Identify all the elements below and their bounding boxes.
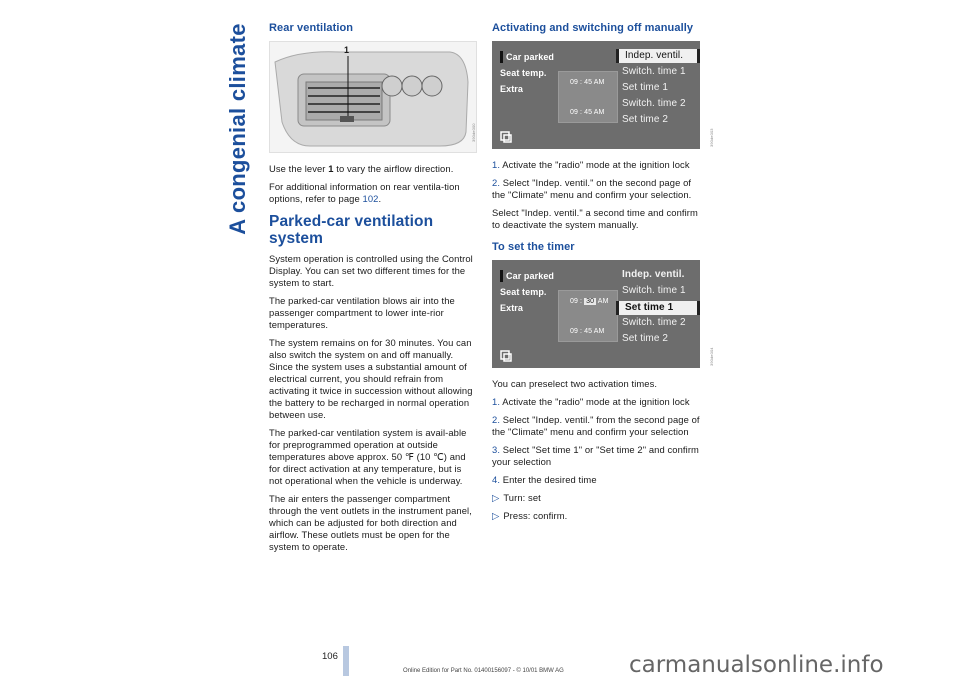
step-number: 1.: [492, 396, 501, 407]
lever-text-pre: Use the lever: [269, 163, 329, 174]
step-number: 3.: [492, 444, 501, 455]
switch-time-1-value: 09 : 45 AM: [570, 79, 605, 86]
set-time-2-value: 09 : 45 AM: [570, 328, 605, 335]
step-text: Select "Set time 1" or "Set time 2" and …: [492, 444, 699, 467]
bullet-turn: ▷Turn: set: [492, 492, 704, 504]
bullet-text: Turn: set: [503, 492, 541, 503]
step-text: Activate the "radio" mode at the ignitio…: [500, 159, 690, 170]
menu-switch-time-2[interactable]: Switch. time 2: [622, 317, 686, 328]
lever-text-post: to vary the airflow direction.: [333, 163, 454, 174]
menu-indep-ventil[interactable]: Indep. ventil.: [622, 269, 685, 280]
step-number: 2.: [492, 177, 501, 188]
rear-vent-illustration: [274, 51, 469, 147]
time-minutes-field[interactable]: 30: [584, 298, 597, 305]
footer-text: Online Edition for Part No. 01400156097 …: [403, 668, 564, 674]
timer-step-3: 3. Select "Set time 1" or "Set time 2" a…: [492, 444, 704, 468]
timer-step-1: 1. Activate the "radio" mode at the igni…: [492, 396, 704, 408]
step-number: 4.: [492, 474, 501, 485]
step-text: Select "Indep. ventil." on the second pa…: [492, 177, 692, 200]
lever-number: 1: [328, 163, 334, 174]
menu-seat-temp[interactable]: Seat temp.: [500, 287, 547, 297]
menu-switch-time-2[interactable]: Switch. time 2: [622, 98, 686, 109]
triangle-bullet-icon: ▷: [492, 510, 500, 521]
set-time-1-value[interactable]: 09 : 30 AM: [570, 296, 609, 308]
time-box: [558, 71, 618, 123]
menu-extra[interactable]: Extra: [500, 84, 524, 94]
info-text-post: .: [378, 193, 382, 204]
bullet-press: ▷Press: confirm.: [492, 510, 704, 522]
figure-code: 390de003: [709, 128, 714, 147]
time-ampm: AM: [597, 298, 609, 305]
figure-code: 390de004: [709, 347, 714, 366]
paragraph: The parked-car ventilation blows air int…: [269, 295, 455, 330]
page-bar: [343, 646, 349, 676]
step-number: 1.: [492, 159, 501, 170]
parked-car-heading: Parked-car ventilation system: [269, 213, 434, 247]
paragraph: The air enters the passenger compartment…: [269, 493, 472, 552]
activate-step-2: 2. Select "Indep. ventil." on the second…: [492, 177, 704, 201]
menu-set-time-1[interactable]: Set time 1: [622, 82, 669, 93]
menu-switch-time-1[interactable]: Switch. time 1: [622, 285, 686, 296]
menu-extra[interactable]: Extra: [500, 303, 524, 313]
step-number: 2.: [492, 414, 501, 425]
rear-vent-figure: 1 390de000: [269, 41, 477, 153]
switch-time-2-value: 09 : 45 AM: [570, 109, 605, 116]
triangle-bullet-icon: ▷: [492, 492, 500, 503]
rear-ventilation-heading: Rear ventilation: [269, 22, 354, 34]
timer-heading: To set the timer: [492, 241, 575, 253]
menu-car-parked[interactable]: Car parked: [500, 270, 554, 282]
paragraph: The parked-car ventilation system is ava…: [269, 427, 467, 486]
timer-step-2: 2. Select "Indep. ventil." from the seco…: [492, 414, 704, 438]
back-arrow-icon[interactable]: [500, 131, 512, 143]
footer-site-link[interactable]: carmanualsonline.info: [629, 652, 884, 678]
menu-indep-ventil[interactable]: Indep. ventil.: [616, 49, 700, 63]
menu-set-time-2[interactable]: Set time 2: [622, 333, 669, 344]
menu-car-parked[interactable]: Car parked: [500, 51, 554, 63]
paragraph: The system remains on for 30 minutes. Yo…: [269, 337, 473, 420]
step-text: Select "Indep. ventil." from the second …: [492, 414, 700, 437]
back-arrow-icon[interactable]: [500, 350, 512, 362]
step-text: Activate the "radio" mode at the ignitio…: [500, 396, 690, 407]
lever-callout-label: 1: [344, 45, 350, 55]
step-text: Enter the desired time: [500, 474, 597, 485]
menu-set-time-1[interactable]: Set time 1: [616, 301, 700, 315]
menu-seat-temp[interactable]: Seat temp.: [500, 68, 547, 78]
page-link[interactable]: 102: [362, 193, 379, 204]
menu-set-time-2[interactable]: Set time 2: [622, 114, 669, 125]
figure-code: 390de000: [471, 123, 476, 142]
control-display-screen-1: Car parked Seat temp. Extra 09 : 45 AM 0…: [492, 41, 714, 149]
timer-step-4: 4. Enter the desired time: [492, 474, 704, 486]
side-chapter-title: A congenial climate: [220, 18, 256, 240]
page-number: 106: [322, 651, 338, 662]
lever-text: Use the lever 1 to vary the airflow dire…: [269, 163, 477, 175]
right-column: Activating and switching off manually Ca…: [492, 22, 714, 528]
info-text-pre: For additional information on rear venti…: [269, 181, 460, 204]
activating-heading: Activating and switching off manually: [492, 22, 694, 34]
side-chapter-title-text: A congenial climate: [225, 23, 250, 235]
control-display-screen-2: Car parked Seat temp. Extra 09 : 30 AM 0…: [492, 260, 714, 368]
deactivate-text: Select "Indep. ventil." a second time an…: [492, 207, 698, 230]
menu-switch-time-1[interactable]: Switch. time 1: [622, 66, 686, 77]
paragraph: System operation is controlled using the…: [269, 253, 473, 288]
left-column: Rear ventilation 1 390de000 Use the leve…: [269, 22, 477, 559]
bullet-text: Press: confirm.: [503, 510, 568, 521]
info-text: For additional information on rear venti…: [269, 181, 477, 205]
time-hours: 09 :: [570, 298, 583, 305]
preselect-text: You can preselect two activation times.: [492, 378, 658, 389]
activate-step-1: 1. Activate the "radio" mode at the igni…: [492, 159, 704, 171]
